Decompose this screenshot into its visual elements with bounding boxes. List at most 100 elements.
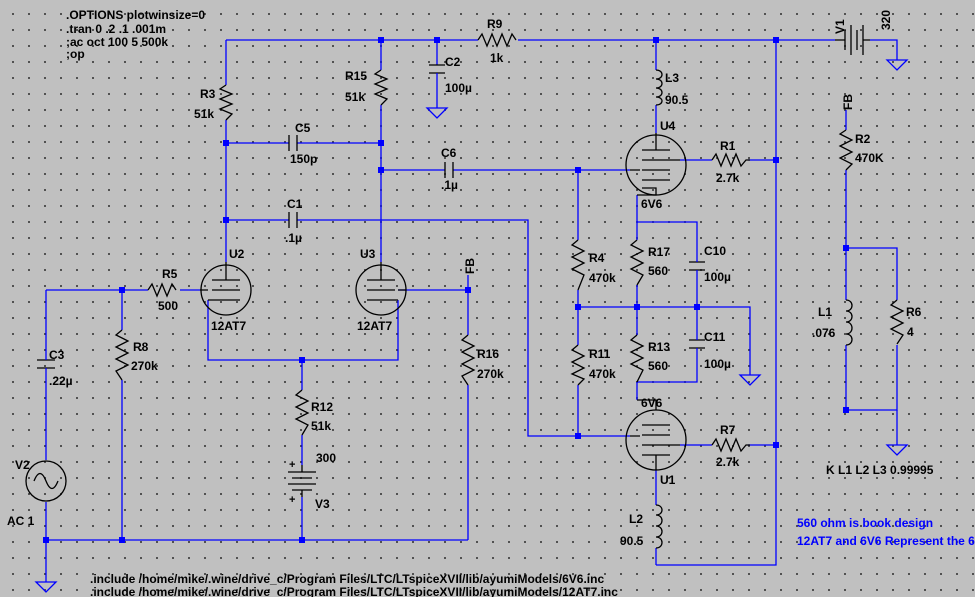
label-C1-name: C1 <box>287 197 303 211</box>
label-C10-name: C10 <box>704 244 726 258</box>
label-C2-value: 100µ <box>445 81 472 95</box>
label-R9-value: 1k <box>490 51 504 65</box>
inductor-L2-symbol <box>655 504 663 549</box>
ground-symbol <box>425 107 449 119</box>
label-L2-name: L2 <box>629 512 643 526</box>
label-U3-name: U3 <box>360 247 376 261</box>
ac-source-V2-symbol <box>25 460 67 502</box>
label-U4-value: 6V6 <box>641 197 663 211</box>
label-U4-name: U4 <box>660 119 676 133</box>
ground-symbol <box>34 581 58 593</box>
resistor-R1-symbol <box>711 152 750 168</box>
label-V1-name: V1 <box>833 19 847 34</box>
inductor-L3-symbol <box>655 69 663 106</box>
label-R3-value: 51k <box>194 107 214 121</box>
label-R17-value: 560 <box>648 264 668 278</box>
tube-U1-symbol <box>625 399 687 471</box>
label-R3-name: R3 <box>200 87 216 101</box>
tube-U3-symbol <box>355 262 407 316</box>
label-R11-name: R11 <box>589 347 611 361</box>
label-R5-value: 500 <box>158 299 178 313</box>
note-line: 560 ohm is book design <box>797 516 933 530</box>
net-label-fb: FB <box>841 94 855 110</box>
label-V3-value: 300 <box>316 451 336 465</box>
tubes <box>200 133 687 471</box>
directive-line: ;ac oct 100 5 500k <box>66 35 168 49</box>
label-R1-name: R1 <box>720 139 736 153</box>
label-R16-value: 270k <box>477 367 504 381</box>
label-R12-value: 51k <box>311 419 331 433</box>
net-label-fb: FB <box>463 258 477 274</box>
label-C1-value: .1µ <box>285 231 302 245</box>
label-R12-name: R12 <box>311 400 333 414</box>
capacitor-C2-symbol <box>429 64 445 74</box>
label-C5-name: C5 <box>295 121 311 135</box>
label-L3-value: 90.5 <box>665 93 689 107</box>
label-R11-value: 470k <box>589 367 616 381</box>
resistor-R7-symbol <box>711 437 750 453</box>
svg-text:+: + <box>289 459 295 471</box>
resistor-R15-symbol <box>373 69 389 106</box>
label-V2-name: V2 <box>15 458 30 472</box>
svg-text:+: + <box>289 494 295 506</box>
label-V2-value: AC 1 <box>7 514 35 528</box>
label-R4-value: 470k <box>589 271 616 285</box>
label-V3-name: V3 <box>315 497 330 511</box>
sources <box>25 25 870 502</box>
note-line: 12AT7 and 6V6 Represent the 6 <box>797 534 975 548</box>
ground-symbol <box>885 59 909 71</box>
label-R7-value: 2.7k <box>716 455 740 469</box>
resistors <box>114 32 905 453</box>
label-R6-value: 4 <box>907 325 914 339</box>
label-R15-name: R15 <box>345 69 367 83</box>
capacitor-C6-symbol <box>444 162 454 178</box>
text-layer: .OPTIONS plotwinsize=0 .tran 0 .2 .1 .00… <box>7 8 975 597</box>
label-R6-name: R6 <box>906 305 922 319</box>
capacitors <box>37 64 705 385</box>
label-R8-value: 270k <box>131 359 158 373</box>
ground-symbol <box>738 374 762 386</box>
resistor-R8-symbol <box>114 329 130 381</box>
resistor-R9-symbol <box>477 32 517 48</box>
ground-symbol <box>885 444 909 456</box>
label-U3-value: 12AT7 <box>357 319 392 333</box>
coupling-directive: K L1 L2 L3 0.99995 <box>826 463 934 477</box>
label-R4-name: R4 <box>589 251 605 265</box>
battery-V3-symbol <box>288 471 316 491</box>
resistor-R5-symbol <box>147 282 177 298</box>
include-line: .include /home/mike/.wine/drive_c/Progra… <box>90 585 618 597</box>
label-R8-name: R8 <box>133 340 149 354</box>
label-U2-value: 12AT7 <box>211 319 246 333</box>
resistor-R3-symbol <box>218 84 234 121</box>
label-C6-name: C6 <box>441 146 457 160</box>
resistor-R11-symbol <box>570 344 586 386</box>
label-U2-name: U2 <box>229 247 245 261</box>
resistor-R12-symbol <box>294 389 310 436</box>
label-R1-value: 2.7k <box>716 171 740 185</box>
resistor-R16-symbol <box>460 334 476 386</box>
label-C11-name: C11 <box>704 330 726 344</box>
resistor-R4-symbol <box>570 239 586 291</box>
label-V1-value: 320 <box>879 10 893 30</box>
label-L1-value: .076 <box>812 326 836 340</box>
capacitor-C10-symbol <box>689 261 705 271</box>
label-L2-value: 90.5 <box>620 534 644 548</box>
inductors <box>655 69 853 549</box>
resistor-R6-symbol <box>889 299 905 345</box>
label-C5-value: 150p <box>290 152 317 166</box>
battery-V1-symbol <box>835 25 870 55</box>
label-L1-name: L1 <box>818 305 832 319</box>
label-C10-value: 100µ <box>704 270 731 284</box>
label-R9-name: R9 <box>487 17 503 31</box>
label-C3-name: C3 <box>49 348 65 362</box>
label-R5-name: R5 <box>162 267 178 281</box>
label-R16-name: R16 <box>477 347 499 361</box>
label-R17-name: R17 <box>648 245 670 259</box>
label-R15-value: 51k <box>345 90 365 104</box>
tube-U2-symbol <box>200 262 252 316</box>
directive-line: .OPTIONS plotwinsize=0 <box>66 8 205 22</box>
label-C2-name: C2 <box>445 55 461 69</box>
label-R7-name: R7 <box>720 423 736 437</box>
label-U1-name: U1 <box>660 473 676 487</box>
